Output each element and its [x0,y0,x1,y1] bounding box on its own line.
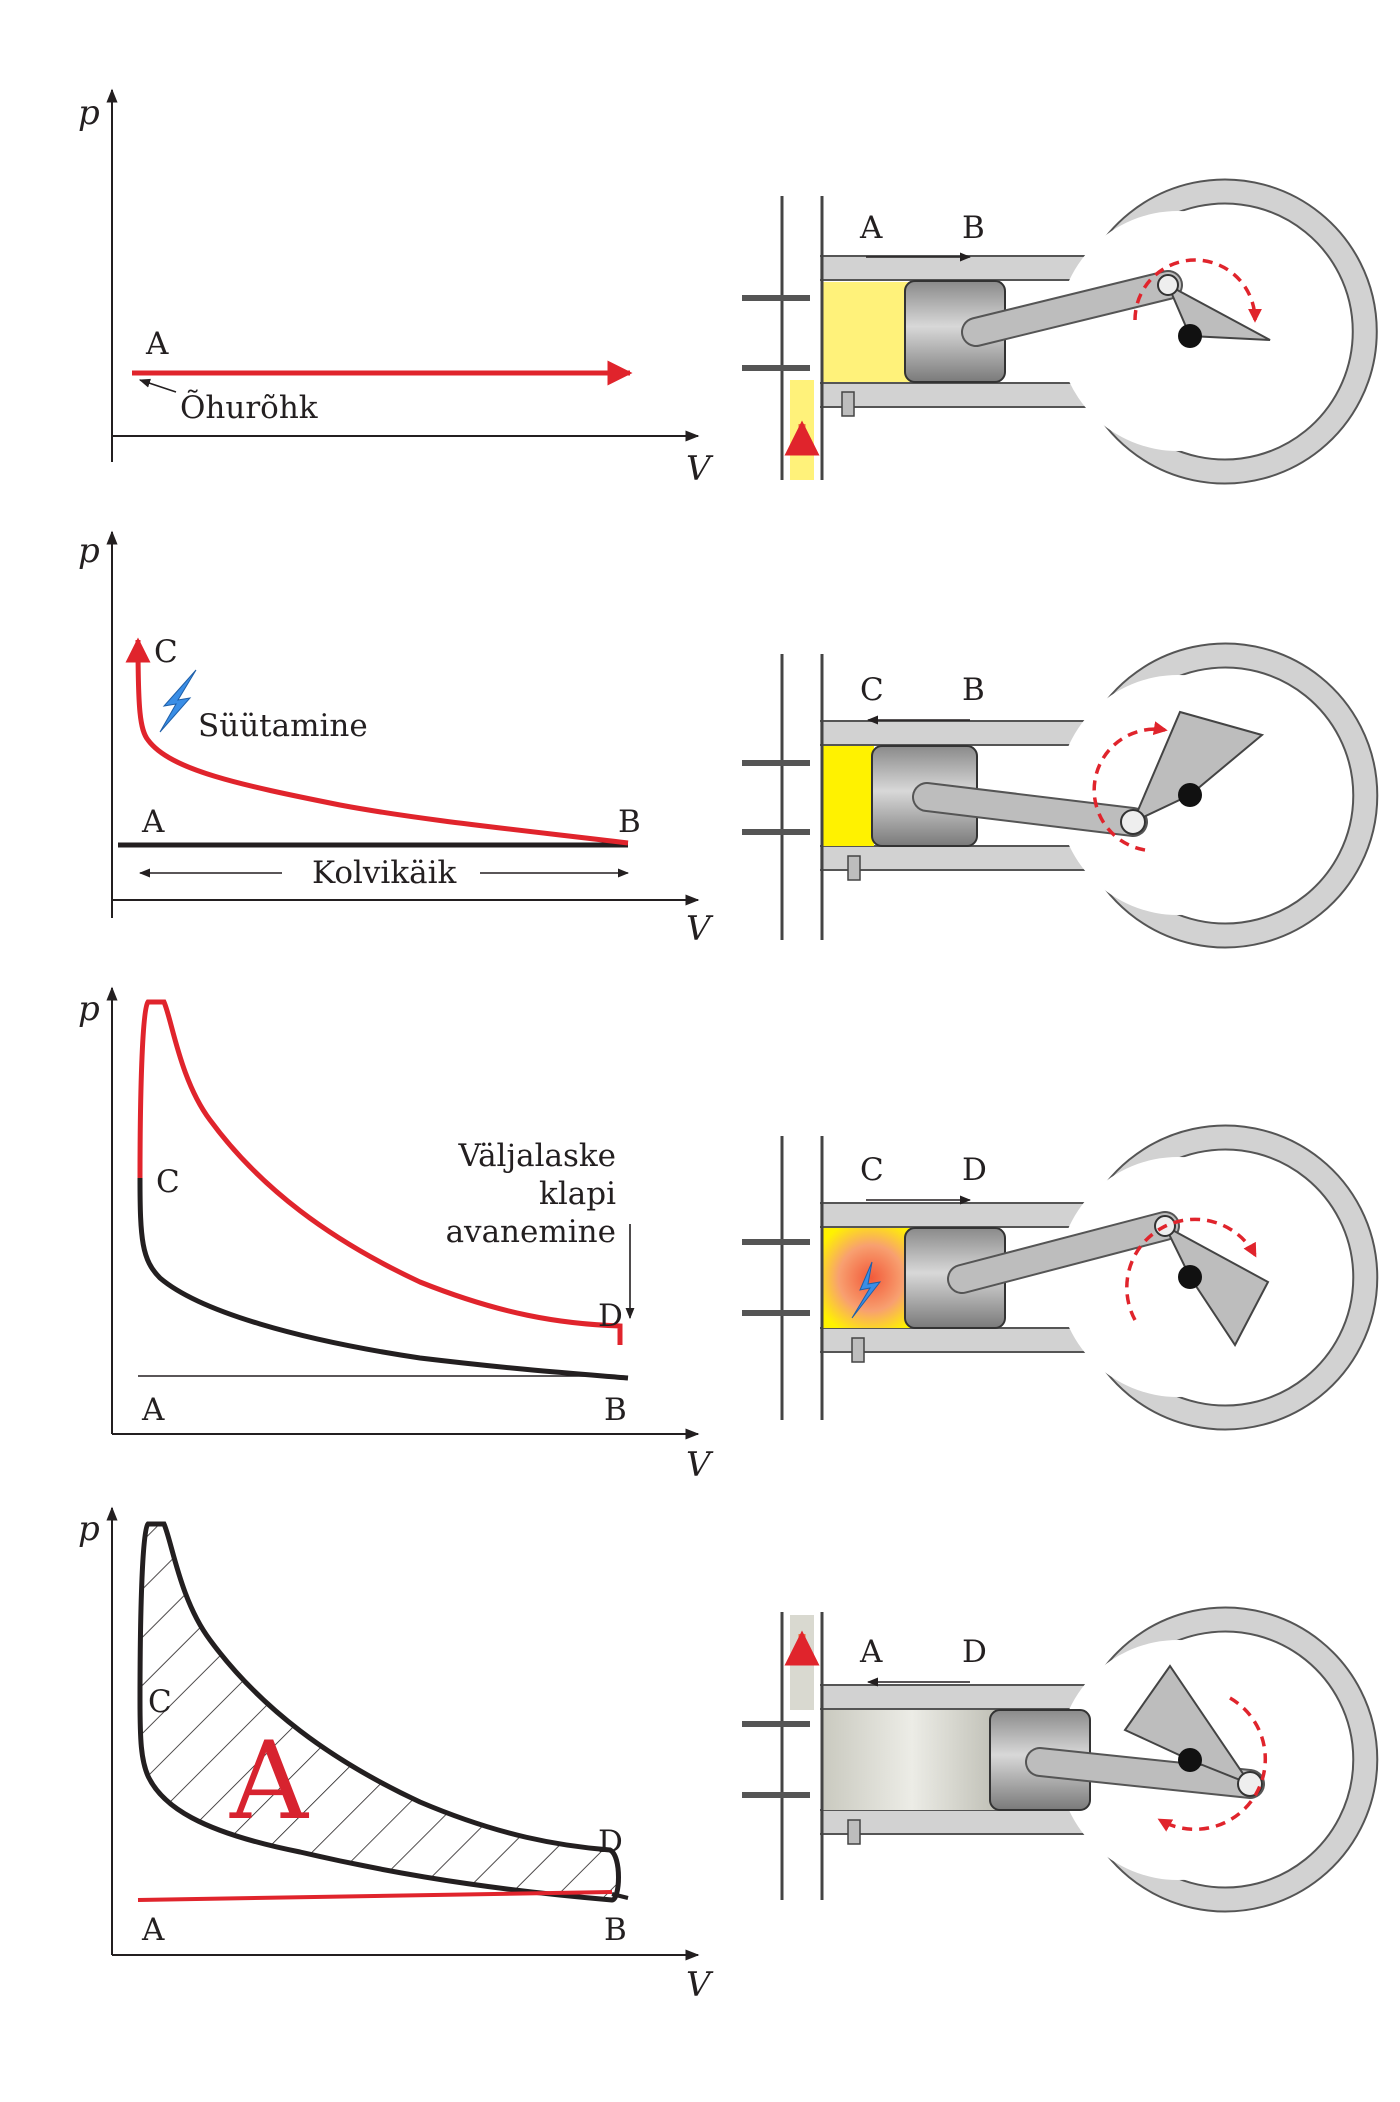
point-a-label: A [141,1912,165,1948]
point-a-label: A [141,1392,165,1428]
point-b-label: B [604,1912,627,1948]
engine-casing [820,1126,1377,1429]
connecting-rod [963,272,1181,345]
pv-graph-intake: p V A Õhurõhk [78,88,714,489]
y-axis-label: p [78,1509,100,1549]
spark-plug [851,1337,865,1363]
engine-casing [820,644,1377,947]
engine-left-label: A [859,1634,883,1670]
crank-web [1131,710,1265,825]
exhaust-note-line-1: Väljalaske [458,1138,616,1174]
panel-intake: p V A Õhurõhk [78,88,1378,489]
crank-web [1162,1223,1270,1347]
engine-exhaust: A D [742,1606,1379,1913]
ignition-spark-icon [159,669,197,733]
pressure-note: Õhurõhk [180,388,318,426]
pv-graph-power: p V A B C D Väljalaske klapi avanemine [78,986,714,1485]
rotation-arrow-clockwise [1125,1217,1257,1321]
pv-graph-exhaust: p V A A B C D [78,1506,714,2005]
point-d-label: D [598,1824,623,1860]
engine-compression: C B [742,642,1379,949]
spark-plug [841,391,855,417]
rotation-arrow-counterclockwise [1157,1696,1268,1832]
panel-power: p V A B C D Väljalaske klapi avanemine [78,986,1379,1485]
y-axis-label: p [78,93,100,133]
exhaust-flow [790,1615,814,1710]
crank-web [1123,1664,1253,1787]
crankshaft [1178,324,1202,348]
fuel-charge [822,282,920,382]
ignition-label: Süütamine [198,708,368,744]
x-axis-label: V [686,909,714,949]
engine-casing [820,180,1376,483]
panel-exhaust: p V A A B C D [78,1506,1379,2005]
expansion-curve [137,999,623,1345]
connecting-rod [949,1213,1178,1292]
point-d-label: D [598,1298,623,1334]
x-axis-label: V [686,1445,714,1485]
spark-plug [847,1819,861,1845]
point-c-label: C [148,1684,172,1720]
crank-pin [1120,809,1146,835]
panel-compression: p V A B C Süütamine Kolvikäik [78,530,1379,949]
compressed-charge [822,746,874,846]
exhaust-line [137,1890,613,1902]
point-b-label: B [618,804,641,840]
engine-left-label: C [860,1152,884,1188]
engine-right-label: D [962,1634,987,1670]
pv-graph-compression: p V A B C Süütamine Kolvikäik [78,530,714,949]
spark-icon [851,1261,882,1319]
point-c-label: C [156,1164,180,1200]
stroke-label: Kolvikäik [312,855,457,891]
exhaust-note-line-2: klapi [539,1176,616,1212]
pressure-note-arrow [138,378,177,393]
crankshaft [1178,1748,1202,1772]
point-a-label: A [141,804,165,840]
connecting-rod [1027,1749,1263,1797]
engine-left-label: A [859,210,883,246]
work-area-label: A [229,1719,310,1844]
crankshaft [1178,1265,1202,1289]
y-axis-label: p [78,531,100,571]
engine-right-label: B [962,210,985,246]
connecting-rod [914,784,1146,835]
combustion-flame [822,1228,920,1328]
engine-casing [820,1608,1377,1911]
x-axis-label: V [686,449,714,489]
crank-pin [1237,1771,1263,1797]
y-axis-label: p [78,989,100,1029]
engine-right-label: D [962,1152,987,1188]
work-area-cycle [137,1521,621,1903]
exhaust-gas [822,1710,1002,1810]
point-c-label: C [154,634,178,670]
exhaust-line-end [611,1892,629,1900]
engine-intake: A B [742,178,1378,485]
compression-curve [137,1177,629,1381]
rotation-arrow-clockwise [1133,258,1262,323]
crank-pin [1157,274,1179,296]
point-b-label: B [604,1392,627,1428]
exhaust-note-line-3: avanemine [446,1214,616,1250]
engine-power: C D [742,1124,1379,1431]
engine-left-label: C [860,672,884,708]
point-a-label: A [145,326,169,362]
compression-curve [125,637,629,846]
x-axis-label: V [686,1965,714,2005]
engine-right-label: B [962,672,985,708]
spark-plug [847,855,861,881]
crankshaft [1178,783,1202,807]
crankcase-interior [1058,211,1298,451]
